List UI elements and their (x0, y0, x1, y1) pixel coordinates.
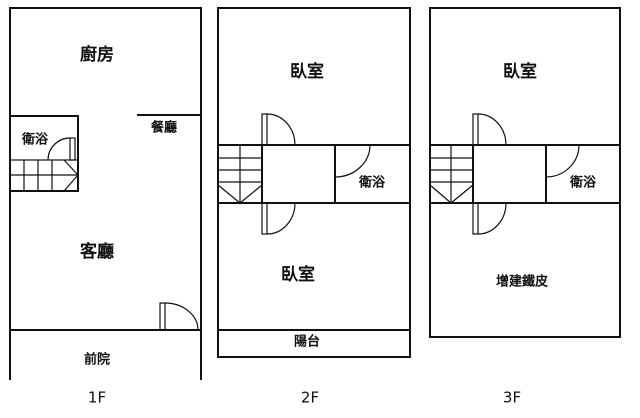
stairs-icon (9, 159, 79, 192)
room-bath: 衛浴 (21, 132, 49, 148)
stairs-icon (217, 145, 263, 204)
floor-plan-1f: 廚房 衛浴 餐廳 客廳 前院 1F (9, 7, 202, 407)
room-bedroom: 臥室 (503, 61, 537, 82)
door-icon (261, 113, 296, 146)
room-living: 客廳 (79, 241, 114, 262)
floor-label: 1F (88, 389, 106, 407)
3f-outer-wall (429, 7, 621, 338)
door-icon (472, 113, 507, 146)
room-extension: 增建鐵皮 (496, 274, 548, 290)
door-icon (472, 202, 507, 235)
room-bath: 衛浴 (358, 175, 386, 191)
room-dining: 餐廳 (150, 120, 177, 136)
room-bedroom: 臥室 (290, 61, 324, 82)
bath-walls (9, 115, 79, 192)
bath-door-icon (334, 144, 371, 178)
entrance-door-icon (159, 302, 199, 331)
floor-label: 2F (301, 389, 319, 407)
floor-label: 3F (503, 389, 521, 407)
room-balcony: 陽台 (294, 334, 320, 350)
door-icon (261, 202, 296, 235)
door-icon (47, 137, 76, 161)
room-kitchen: 廚房 (80, 44, 114, 65)
room-bath: 衛浴 (569, 175, 597, 191)
floor-plan-3f: 臥室 衛浴 增建鐵皮 3F (429, 7, 621, 407)
stairs-icon (429, 145, 474, 204)
room-front-yard: 前院 (84, 352, 110, 368)
room-bedroom: 臥室 (281, 264, 315, 285)
floor-plan-2f: 臥室 衛浴 臥室 陽台 2F (217, 7, 411, 407)
bath-door-icon (545, 144, 580, 178)
